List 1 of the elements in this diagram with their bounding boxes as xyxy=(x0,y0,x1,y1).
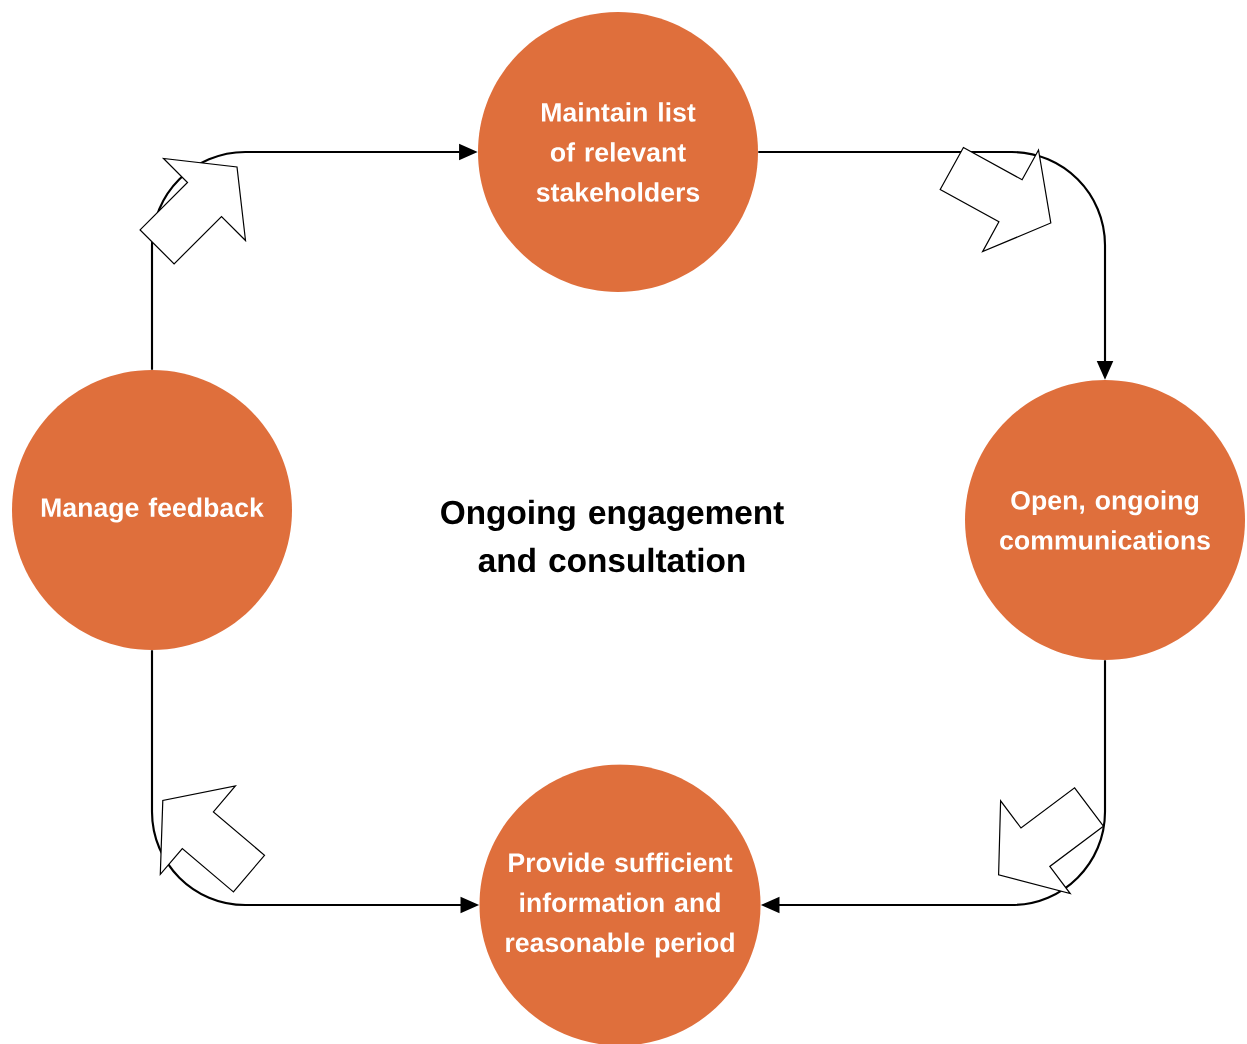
center-label: Ongoing engagement and consultation xyxy=(441,499,784,573)
